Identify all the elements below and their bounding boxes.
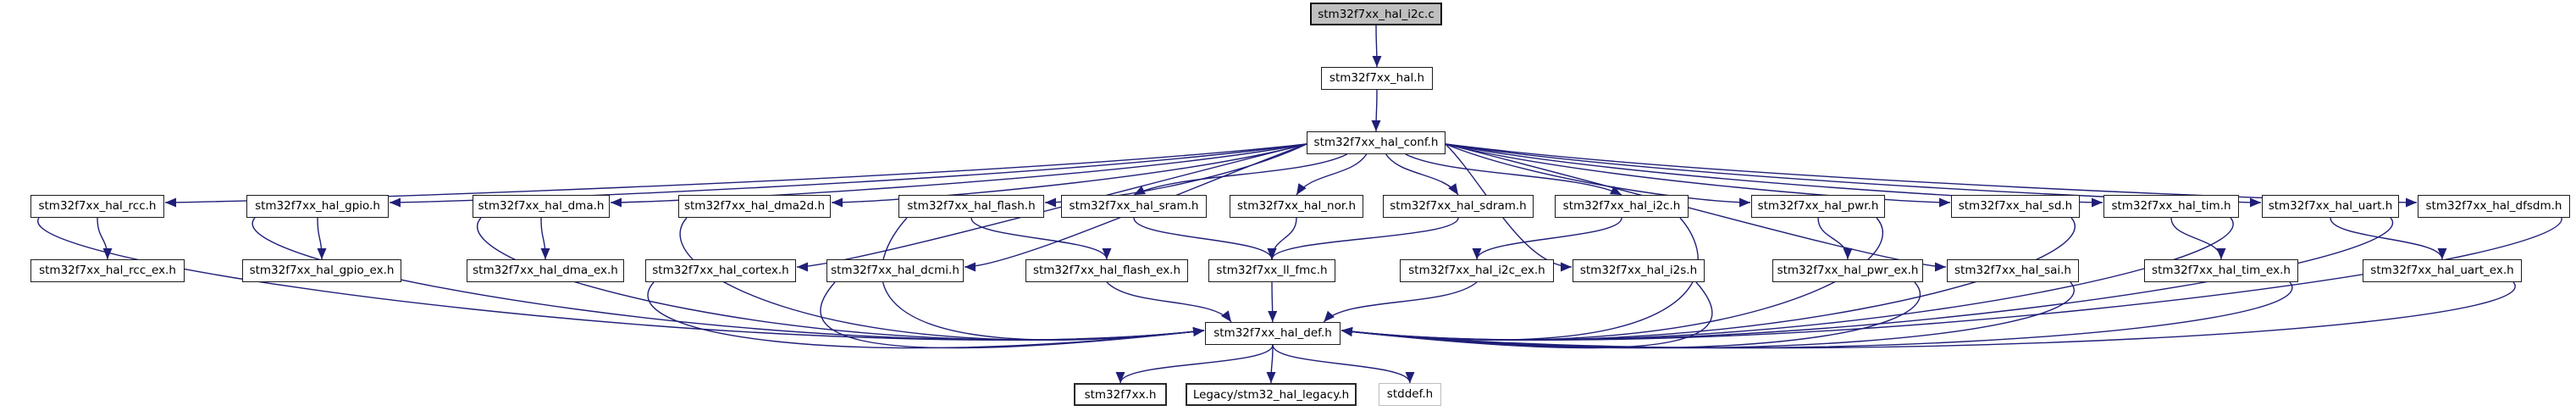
node-i2s[interactable]: stm32f7xx_hal_i2s.h [1573,259,1705,282]
edge-conf-to-dma2d [831,143,1307,208]
node-def[interactable]: stm32f7xx_hal_def.h [1205,322,1341,345]
node-dcmi[interactable]: stm32f7xx_hal_dcmi.h [826,259,964,282]
edge-i2c_c-to-hal [1372,25,1382,68]
node-sdram[interactable]: stm32f7xx_hal_sdram.h [1383,195,1534,218]
node-gpio[interactable]: stm32f7xx_hal_gpio.h [246,195,389,218]
node-uart[interactable]: stm32f7xx_hal_uart.h [2262,195,2399,218]
edge-conf-to-nor [1296,153,1368,196]
node-rcc-ex[interactable]: stm32f7xx_hal_rcc_ex.h [30,259,185,282]
edge-rcc-to-rcc_ex [97,217,113,260]
edge-flash-to-flash_ex [970,217,1112,260]
edge-pwr-to-pwr_ex [1817,217,1853,260]
edge-def-to-legacy [1266,344,1276,384]
edge-tim-to-tim_ex [2170,217,2226,260]
edge-flash-to-def [881,217,1205,341]
node-i2c-c: stm32f7xx_hal_i2c.c [1310,3,1442,25]
node-i2c[interactable]: stm32f7xx_hal_i2c.h [1555,195,1689,218]
edge-i2s-to-def [1341,281,1713,349]
edge-conf-to-i2c [1405,153,1622,196]
edge-sdram-to-ll_fmc [1267,217,1459,260]
edge-conf-to-sd [1445,143,1951,208]
edge-flash_ex-to-def [1106,281,1232,323]
edge-conf-to-gpio [389,143,1307,208]
edge-dfsdm-to-def [1341,217,2562,341]
edge-ll_fmc-to-def [1268,281,1278,323]
node-dma2d[interactable]: stm32f7xx_hal_dma2d.h [678,195,831,218]
edge-uart-to-uart_ex [2330,217,2447,260]
node-hal[interactable]: stm32f7xx_hal.h [1321,67,1433,90]
edge-cortex-to-def [647,281,1205,349]
node-rcc[interactable]: stm32f7xx_hal_rcc.h [30,195,164,218]
node-conf[interactable]: stm32f7xx_hal_conf.h [1307,131,1446,154]
node-tim-ex[interactable]: stm32f7xx_hal_tim_ex.h [2144,259,2298,282]
edge-def-to-stddef [1272,344,1415,384]
node-stddef: stddef.h [1379,383,1441,406]
edge-conf-to-dcmi [964,143,1307,272]
edge-i2c_ex-to-def [1323,281,1478,323]
edge-conf-to-uart [1445,143,2262,208]
node-nor[interactable]: stm32f7xx_hal_nor.h [1230,195,1363,218]
edge-def-to-f7xx [1115,344,1274,384]
node-pwr-ex[interactable]: stm32f7xx_hal_pwr_ex.h [1772,259,1923,282]
node-dma[interactable]: stm32f7xx_hal_dma.h [473,195,610,218]
edge-sram-to-ll_fmc [1133,217,1277,260]
node-gpio-ex[interactable]: stm32f7xx_hal_gpio_ex.h [242,259,401,282]
node-sram[interactable]: stm32f7xx_hal_sram.h [1061,195,1207,218]
edge-conf-to-dma [610,143,1307,208]
node-cortex[interactable]: stm32f7xx_hal_cortex.h [645,259,796,282]
edge-hal-to-conf [1371,89,1381,132]
edge-i2c-to-i2c_ex [1472,217,1622,260]
edge-conf-to-pwr [1445,143,1751,208]
node-legacy[interactable]: Legacy/stm32_hal_legacy.h [1186,383,1357,406]
node-uart-ex[interactable]: stm32f7xx_hal_uart_ex.h [2363,259,2522,282]
node-f7xx[interactable]: stm32f7xx.h [1074,383,1167,406]
edge-conf-to-sram [1133,153,1347,196]
node-ll-fmc[interactable]: stm32f7xx_ll_fmc.h [1208,259,1335,282]
node-tim[interactable]: stm32f7xx_hal_tim.h [2103,195,2239,218]
edge-gpio-to-gpio_ex [317,217,327,260]
node-flash-ex[interactable]: stm32f7xx_hal_flash_ex.h [1025,259,1188,282]
node-pwr[interactable]: stm32f7xx_hal_pwr.h [1751,195,1885,218]
node-flash[interactable]: stm32f7xx_hal_flash.h [898,195,1044,218]
node-dma-ex[interactable]: stm32f7xx_hal_dma_ex.h [467,259,624,282]
edge-uart_ex-to-def [1341,281,2516,349]
edge-conf-to-sdram [1385,153,1459,196]
edge-nor-to-ll_fmc [1267,217,1297,260]
edge-conf-to-rcc [164,143,1307,208]
node-sai[interactable]: stm32f7xx_hal_sai.h [1947,259,2079,282]
node-sd[interactable]: stm32f7xx_hal_sd.h [1951,195,2080,218]
edge-dcmi-to-def [820,281,1205,349]
node-i2c-ex[interactable]: stm32f7xx_hal_i2c_ex.h [1400,259,1554,282]
edge-dma-to-dma_ex [540,217,550,260]
node-dfsdm[interactable]: stm32f7xx_hal_dfsdm.h [2418,195,2570,218]
